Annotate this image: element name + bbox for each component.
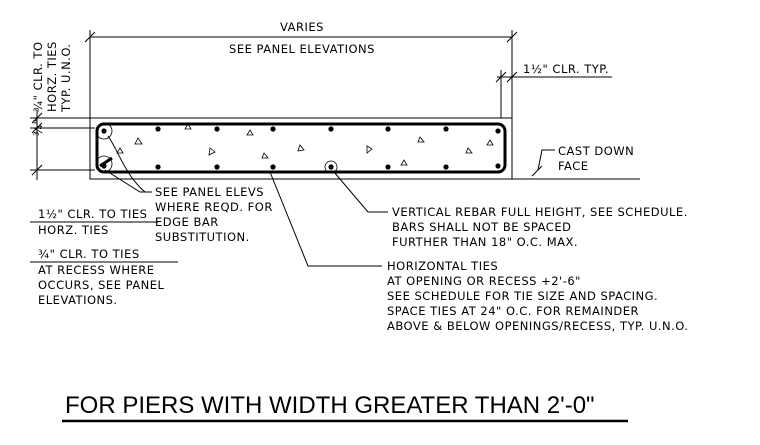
- edge-bar-bottom-marker: [95, 155, 113, 173]
- vertical-rebar-line3: FURTHER THAN 18" O.C. MAX.: [392, 235, 578, 249]
- horizontal-ties-line3: SEE SCHEDULE FOR TIE SIZE AND SPACING.: [387, 289, 658, 303]
- horizontal-ties-line2: AT OPENING OR RECESS +2'-6": [387, 274, 581, 288]
- horizontal-ties-line5: ABOVE & BELOW OPENINGS/RECESS, TYP. U.N.…: [387, 319, 689, 333]
- vertical-rebar-line2: BARS SHALL NOT BE SPACED: [392, 220, 571, 234]
- left-clr-line2: HORZ. TIES: [45, 41, 59, 112]
- edge-bar-top-marker: [95, 122, 113, 140]
- pier-section: [89, 117, 513, 180]
- bottom-rebar-row: [101, 163, 501, 170]
- clear-cover-dimension: 1½" CLR. TYP.: [495, 62, 612, 118]
- tie-hook: [99, 156, 113, 168]
- recess-line4: ELEVATIONS.: [38, 293, 118, 307]
- vertical-rebar-line1: VERTICAL REBAR FULL HEIGHT, SEE SCHEDULE…: [392, 205, 688, 219]
- left-vertical-dimension: ¾" CLR. TO HORZ. TIES TYP. U.N.O. ¾": [30, 41, 95, 180]
- edge-bar-callout: SEE PANEL ELEVS WHERE REQD. FOR EDGE BAR…: [104, 135, 273, 244]
- detail-title: FOR PIERS WITH WIDTH GREATER THAN 2'-0": [62, 392, 628, 423]
- clr-ties-line1: 1½" CLR. TO TIES: [38, 207, 147, 221]
- clearance-notes: 1½" CLR. TO TIES HORZ. TIES ¾" CLR. TO T…: [30, 207, 178, 307]
- cast-down-face-callout: CAST DOWN FACE: [512, 144, 640, 180]
- varies-label: VARIES: [280, 20, 324, 34]
- horizontal-ties-line4: SPACE TIES AT 24" O.C. FOR REMAINDER: [387, 304, 639, 318]
- recess-line3: OCCURS, SEE PANEL: [38, 278, 165, 292]
- edge-bar-line1: SEE PANEL ELEVS: [155, 185, 264, 199]
- recess-line2: AT RECESS WHERE: [38, 263, 155, 277]
- clr-ties-line2: HORZ. TIES: [38, 223, 109, 237]
- edge-bar-line2: WHERE REQD. FOR: [155, 200, 273, 214]
- horizontal-ties-line1: HORIZONTAL TIES: [387, 259, 498, 273]
- left-clr-line3: TYP. U.N.O.: [59, 43, 73, 113]
- concrete-aggregate-hatch: [116, 123, 494, 166]
- cast-down-line1: CAST DOWN: [558, 144, 634, 158]
- left-clr-line1: ¾" CLR. TO: [31, 42, 45, 113]
- clr-typ-label: 1½" CLR. TYP.: [523, 62, 609, 76]
- cast-down-line2: FACE: [558, 159, 589, 173]
- vertical-rebar-marker: [324, 160, 338, 174]
- title-text: FOR PIERS WITH WIDTH GREATER THAN 2'-0": [65, 392, 595, 419]
- top-rebar-row: [101, 126, 501, 134]
- width-dimension: VARIES SEE PANEL ELEVATIONS: [84, 20, 518, 118]
- see-panel-elevations-label: SEE PANEL ELEVATIONS: [229, 42, 375, 56]
- vertical-rebar-callout: VERTICAL REBAR FULL HEIGHT, SEE SCHEDULE…: [333, 171, 688, 249]
- horizontal-ties-callout: HORIZONTAL TIES AT OPENING OR RECESS +2'…: [269, 171, 689, 333]
- recess-line1: ¾" CLR. TO TIES: [38, 247, 140, 261]
- edge-bar-line3: EDGE BAR: [155, 215, 219, 229]
- edge-bar-line4: SUBSTITUTION.: [155, 230, 250, 244]
- left-small-dim: ¾": [31, 119, 45, 136]
